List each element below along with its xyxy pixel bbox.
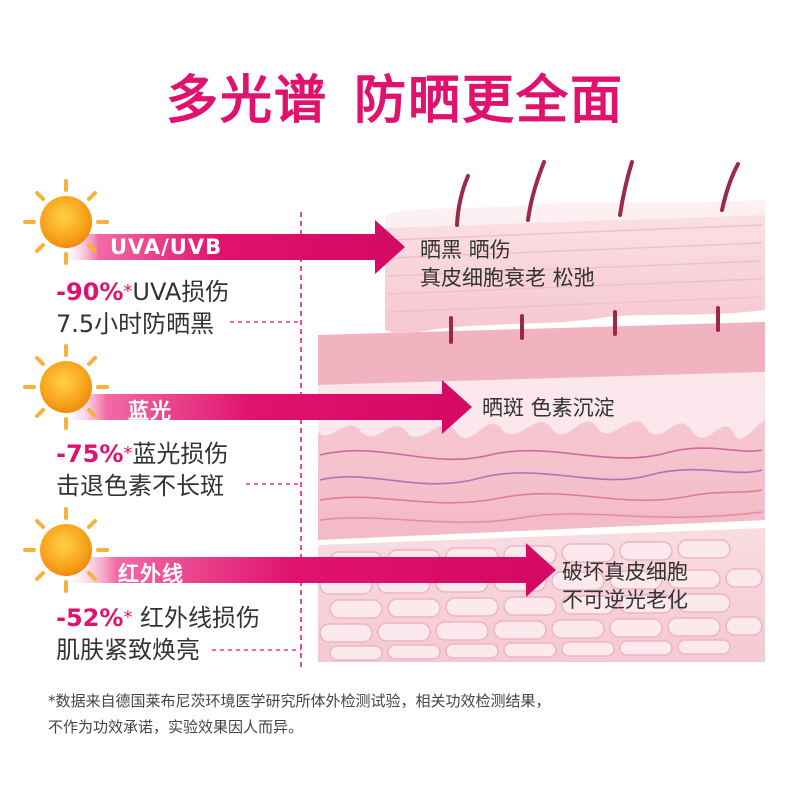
effect-infrared-line2: 不可逆光老化 xyxy=(562,588,688,612)
stat-uva-line2: 7.5小时防晒黑 xyxy=(56,310,215,338)
row-label-infrared: 红外线 xyxy=(118,562,184,586)
stat-suffix: 蓝光损伤 xyxy=(132,440,229,468)
stat-suffix: UVA损伤 xyxy=(132,278,230,306)
footnote-line-2: 不作为功效承诺，实验效果因人而异。 xyxy=(48,718,304,736)
stat-uva: -90%*UVA损伤 xyxy=(56,276,229,308)
skin-layer-epidermis xyxy=(385,160,765,344)
effect-uva-line1: 晒黑 晒伤 xyxy=(420,238,511,262)
sun-icon xyxy=(23,344,109,430)
row-label-blue-light: 蓝光 xyxy=(128,399,172,423)
stat-percent: -52% xyxy=(56,604,124,632)
skin-layer-dermis xyxy=(318,322,765,540)
arrow-infrared xyxy=(60,543,556,597)
stat-blue-light: -75%*蓝光损伤 xyxy=(56,438,228,470)
sun-icon xyxy=(23,179,109,265)
stat-suffix: 红外线损伤 xyxy=(132,604,261,632)
footnote-marker: * xyxy=(123,607,133,628)
arrow-uva-uvb xyxy=(60,220,405,274)
page-title: 多光谱防晒更全面 xyxy=(0,58,790,133)
effect-blue-light-line1: 晒斑 色素沉淀 xyxy=(482,396,615,420)
skin-layer-hypodermis xyxy=(318,528,765,662)
footnote-marker: * xyxy=(123,443,133,464)
arrow-blue-light xyxy=(60,380,472,434)
title-part-2: 防晒更全面 xyxy=(354,71,625,131)
footnote-marker: * xyxy=(123,281,133,302)
effect-uva-line2: 真皮细胞衰老 松弛 xyxy=(420,266,595,290)
stat-infrared-line2: 肌肤紧致焕亮 xyxy=(56,636,200,664)
stat-percent: -90% xyxy=(56,278,124,306)
effect-infrared-line1: 破坏真皮细胞 xyxy=(562,560,688,584)
stat-percent: -75% xyxy=(56,440,124,468)
footnote-line-1: *数据来自德国莱布尼茨环境医学研究所体外检测试验，相关功效检测结果， xyxy=(48,692,551,710)
sun-icon xyxy=(23,507,109,593)
stat-infrared: -52%* 红外线损伤 xyxy=(56,602,260,634)
title-part-1: 多光谱 xyxy=(165,71,328,131)
row-label-uva-uvb: UVA/UVB xyxy=(110,235,223,259)
footnote: *数据来自德国莱布尼茨环境医学研究所体外检测试验，相关功效检测结果， 不作为功效… xyxy=(48,688,748,740)
stat-blue-light-line2: 击退色素不长斑 xyxy=(56,472,224,500)
